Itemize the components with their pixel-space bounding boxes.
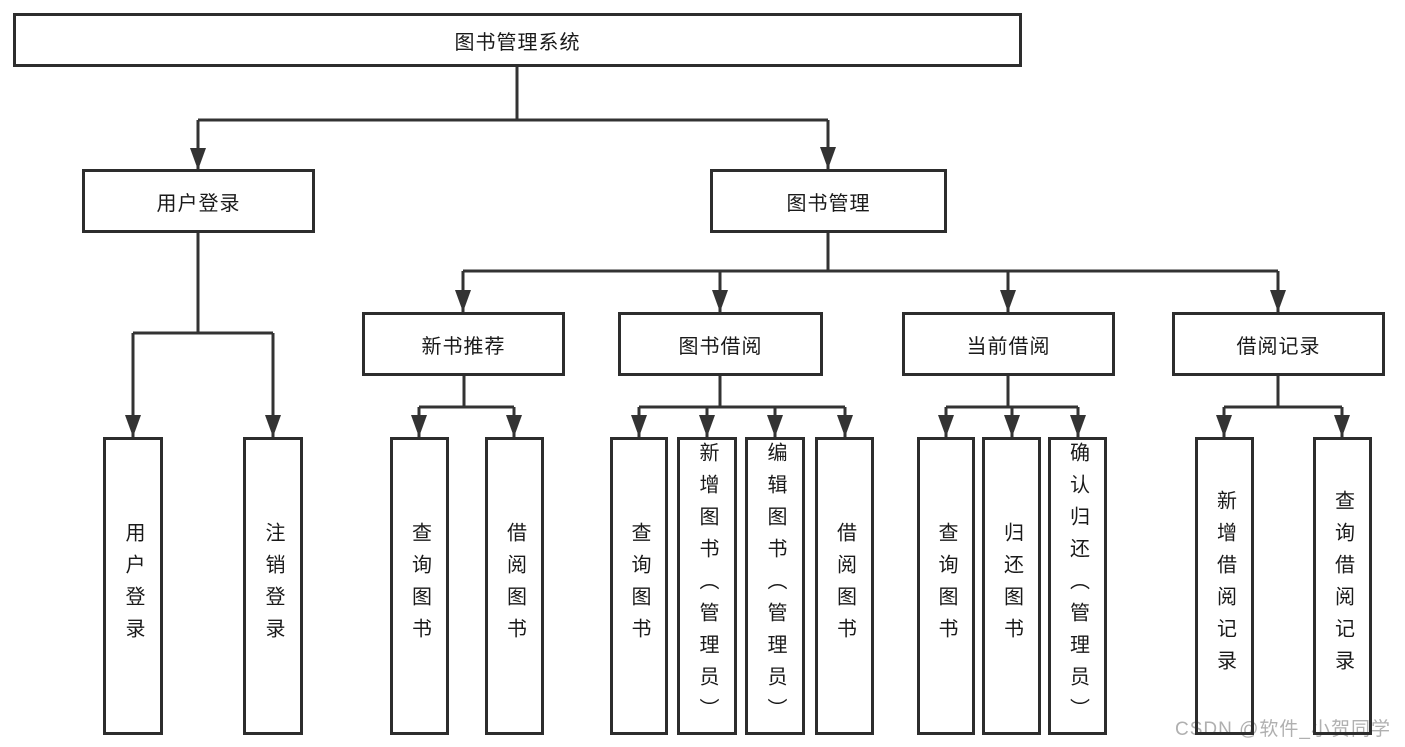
node-current-borrow: 当前借阅 xyxy=(902,312,1115,376)
node-leaf-logout: 注销登录 xyxy=(243,437,303,735)
node-new-book-recommend: 新书推荐 xyxy=(362,312,565,376)
node-leaf-query-books-1: 查询图书 xyxy=(390,437,449,735)
node-leaf-return-books: 归还图书 xyxy=(982,437,1041,735)
csdn-watermark: CSDN @软件_小贺同学 xyxy=(1175,719,1391,740)
node-leaf-edit-books-admin: 编辑图书（管理员） xyxy=(745,437,805,735)
node-user-login: 用户登录 xyxy=(82,169,315,233)
node-leaf-query-books-2: 查询图书 xyxy=(610,437,668,735)
node-leaf-add-borrow-record: 新增借阅记录 xyxy=(1195,437,1254,735)
node-root-system: 图书管理系统 xyxy=(13,13,1022,67)
node-leaf-borrow-books-1: 借阅图书 xyxy=(485,437,544,735)
node-leaf-user-login: 用户登录 xyxy=(103,437,163,735)
node-leaf-add-books-admin: 新增图书（管理员） xyxy=(677,437,737,735)
node-leaf-confirm-return-admin: 确认归还（管理员） xyxy=(1048,437,1107,735)
node-book-management: 图书管理 xyxy=(710,169,947,233)
node-leaf-query-books-3: 查询图书 xyxy=(917,437,975,735)
node-book-borrow: 图书借阅 xyxy=(618,312,823,376)
node-leaf-borrow-books-2: 借阅图书 xyxy=(815,437,874,735)
node-borrow-records: 借阅记录 xyxy=(1172,312,1385,376)
node-leaf-query-borrow-record: 查询借阅记录 xyxy=(1313,437,1372,735)
